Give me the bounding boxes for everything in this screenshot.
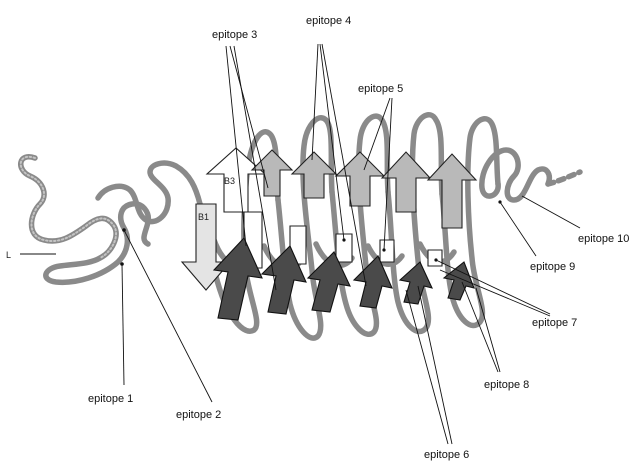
- terminus-label: L: [6, 250, 11, 260]
- dot-epitope-9: [498, 200, 501, 203]
- leader-epitope-9: [500, 202, 536, 256]
- epitope-2-label: epitope 2: [176, 409, 221, 421]
- epitope-1-label: epitope 1: [88, 393, 133, 405]
- leader-epitope-8b: [476, 288, 500, 372]
- epitope-10-label: epitope 10: [578, 233, 629, 245]
- epitope-labels: L epitope 1 epitope 2 epitope 3 epitope …: [6, 15, 629, 461]
- n-terminal-coil: [21, 157, 149, 283]
- epitope-8-label: epitope 8: [484, 379, 529, 391]
- strand-arrow: [428, 250, 442, 266]
- epitope-4-label: epitope 4: [306, 15, 351, 27]
- epitope-5-label: epitope 5: [358, 83, 403, 95]
- leader-epitope-10: [522, 196, 580, 228]
- helix-turn-3: [332, 116, 388, 334]
- dot-epitope-7: [434, 258, 437, 261]
- leader-epitope-6a: [418, 286, 452, 444]
- strand-arrow: [207, 148, 265, 212]
- dot-epitope-2: [122, 228, 126, 232]
- epitope-3-label: epitope 3: [212, 29, 257, 41]
- leader-epitope-3a: [226, 46, 246, 246]
- strand-label-b1: B1: [198, 212, 209, 222]
- epitope-6-label: epitope 6: [424, 449, 469, 461]
- leader-epitope-4a: [312, 44, 318, 160]
- epitope-9-label: epitope 9: [530, 261, 575, 273]
- leader-epitope-1: [122, 264, 124, 385]
- dot-epitope-4: [342, 238, 345, 241]
- dot-epitope-5: [382, 248, 385, 251]
- c-terminal-tail: [548, 172, 580, 184]
- epitope-7-label: epitope 7: [532, 317, 577, 329]
- dot-epitope-1: [120, 262, 124, 266]
- c-terminal-coil: [482, 150, 549, 200]
- strand-label-b3: B3: [224, 176, 235, 186]
- strand-arrow: [380, 240, 394, 262]
